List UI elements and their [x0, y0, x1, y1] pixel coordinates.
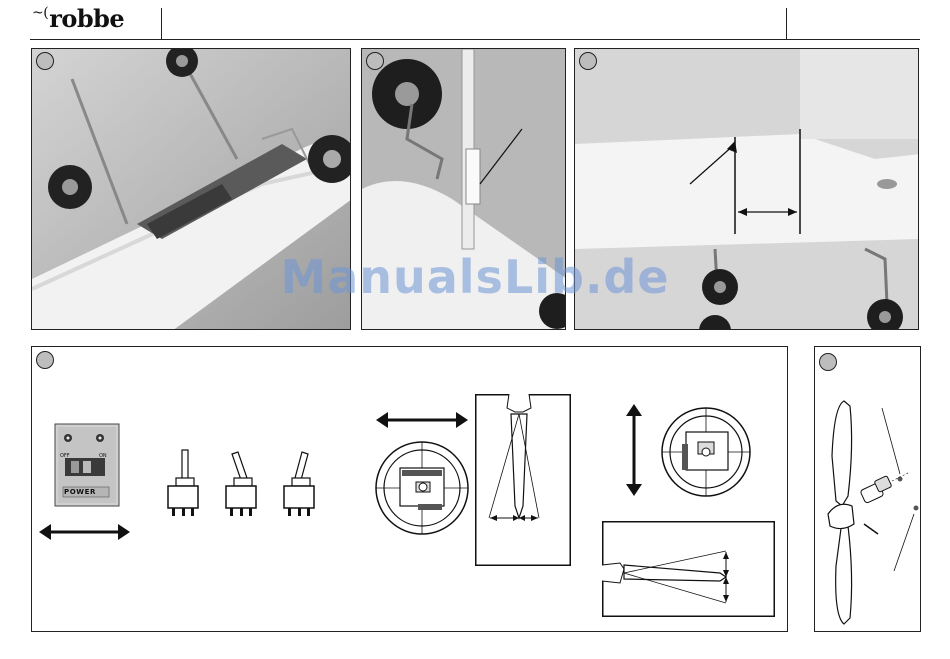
servo-vertical [618, 400, 758, 500]
photo-wing-measure [574, 48, 919, 330]
step-badge-3 [579, 52, 597, 70]
photo-wing-measure-illustration [575, 49, 919, 330]
header-rule [30, 39, 920, 40]
brand-mark: ~( [32, 5, 48, 21]
power-switch-box [55, 424, 135, 540]
propeller-illustration [814, 346, 921, 632]
elevator-deflection-diagram [602, 521, 776, 618]
step-badge-1 [36, 52, 54, 70]
photo-fuselage-gear-illustration [32, 49, 351, 330]
step-badge-4 [36, 351, 54, 369]
switch-power-label: POWER [64, 488, 96, 496]
servo-horizontal [372, 408, 472, 538]
step-badge-2 [366, 52, 384, 70]
brand-logo: ~(robbe [32, 4, 124, 33]
header-divider-left [161, 8, 162, 40]
toggle-switch-positions [164, 450, 324, 522]
photo-fuselage-gear [31, 48, 351, 330]
header-divider-right [786, 8, 787, 40]
switch-on-label: ON [99, 453, 107, 459]
photo-gear-closeup [361, 48, 566, 330]
rudder-deflection-diagram [475, 394, 571, 566]
brand-name: robbe [49, 4, 124, 33]
switch-off-label: OFF [60, 453, 70, 459]
photo-gear-closeup-illustration [362, 49, 566, 330]
